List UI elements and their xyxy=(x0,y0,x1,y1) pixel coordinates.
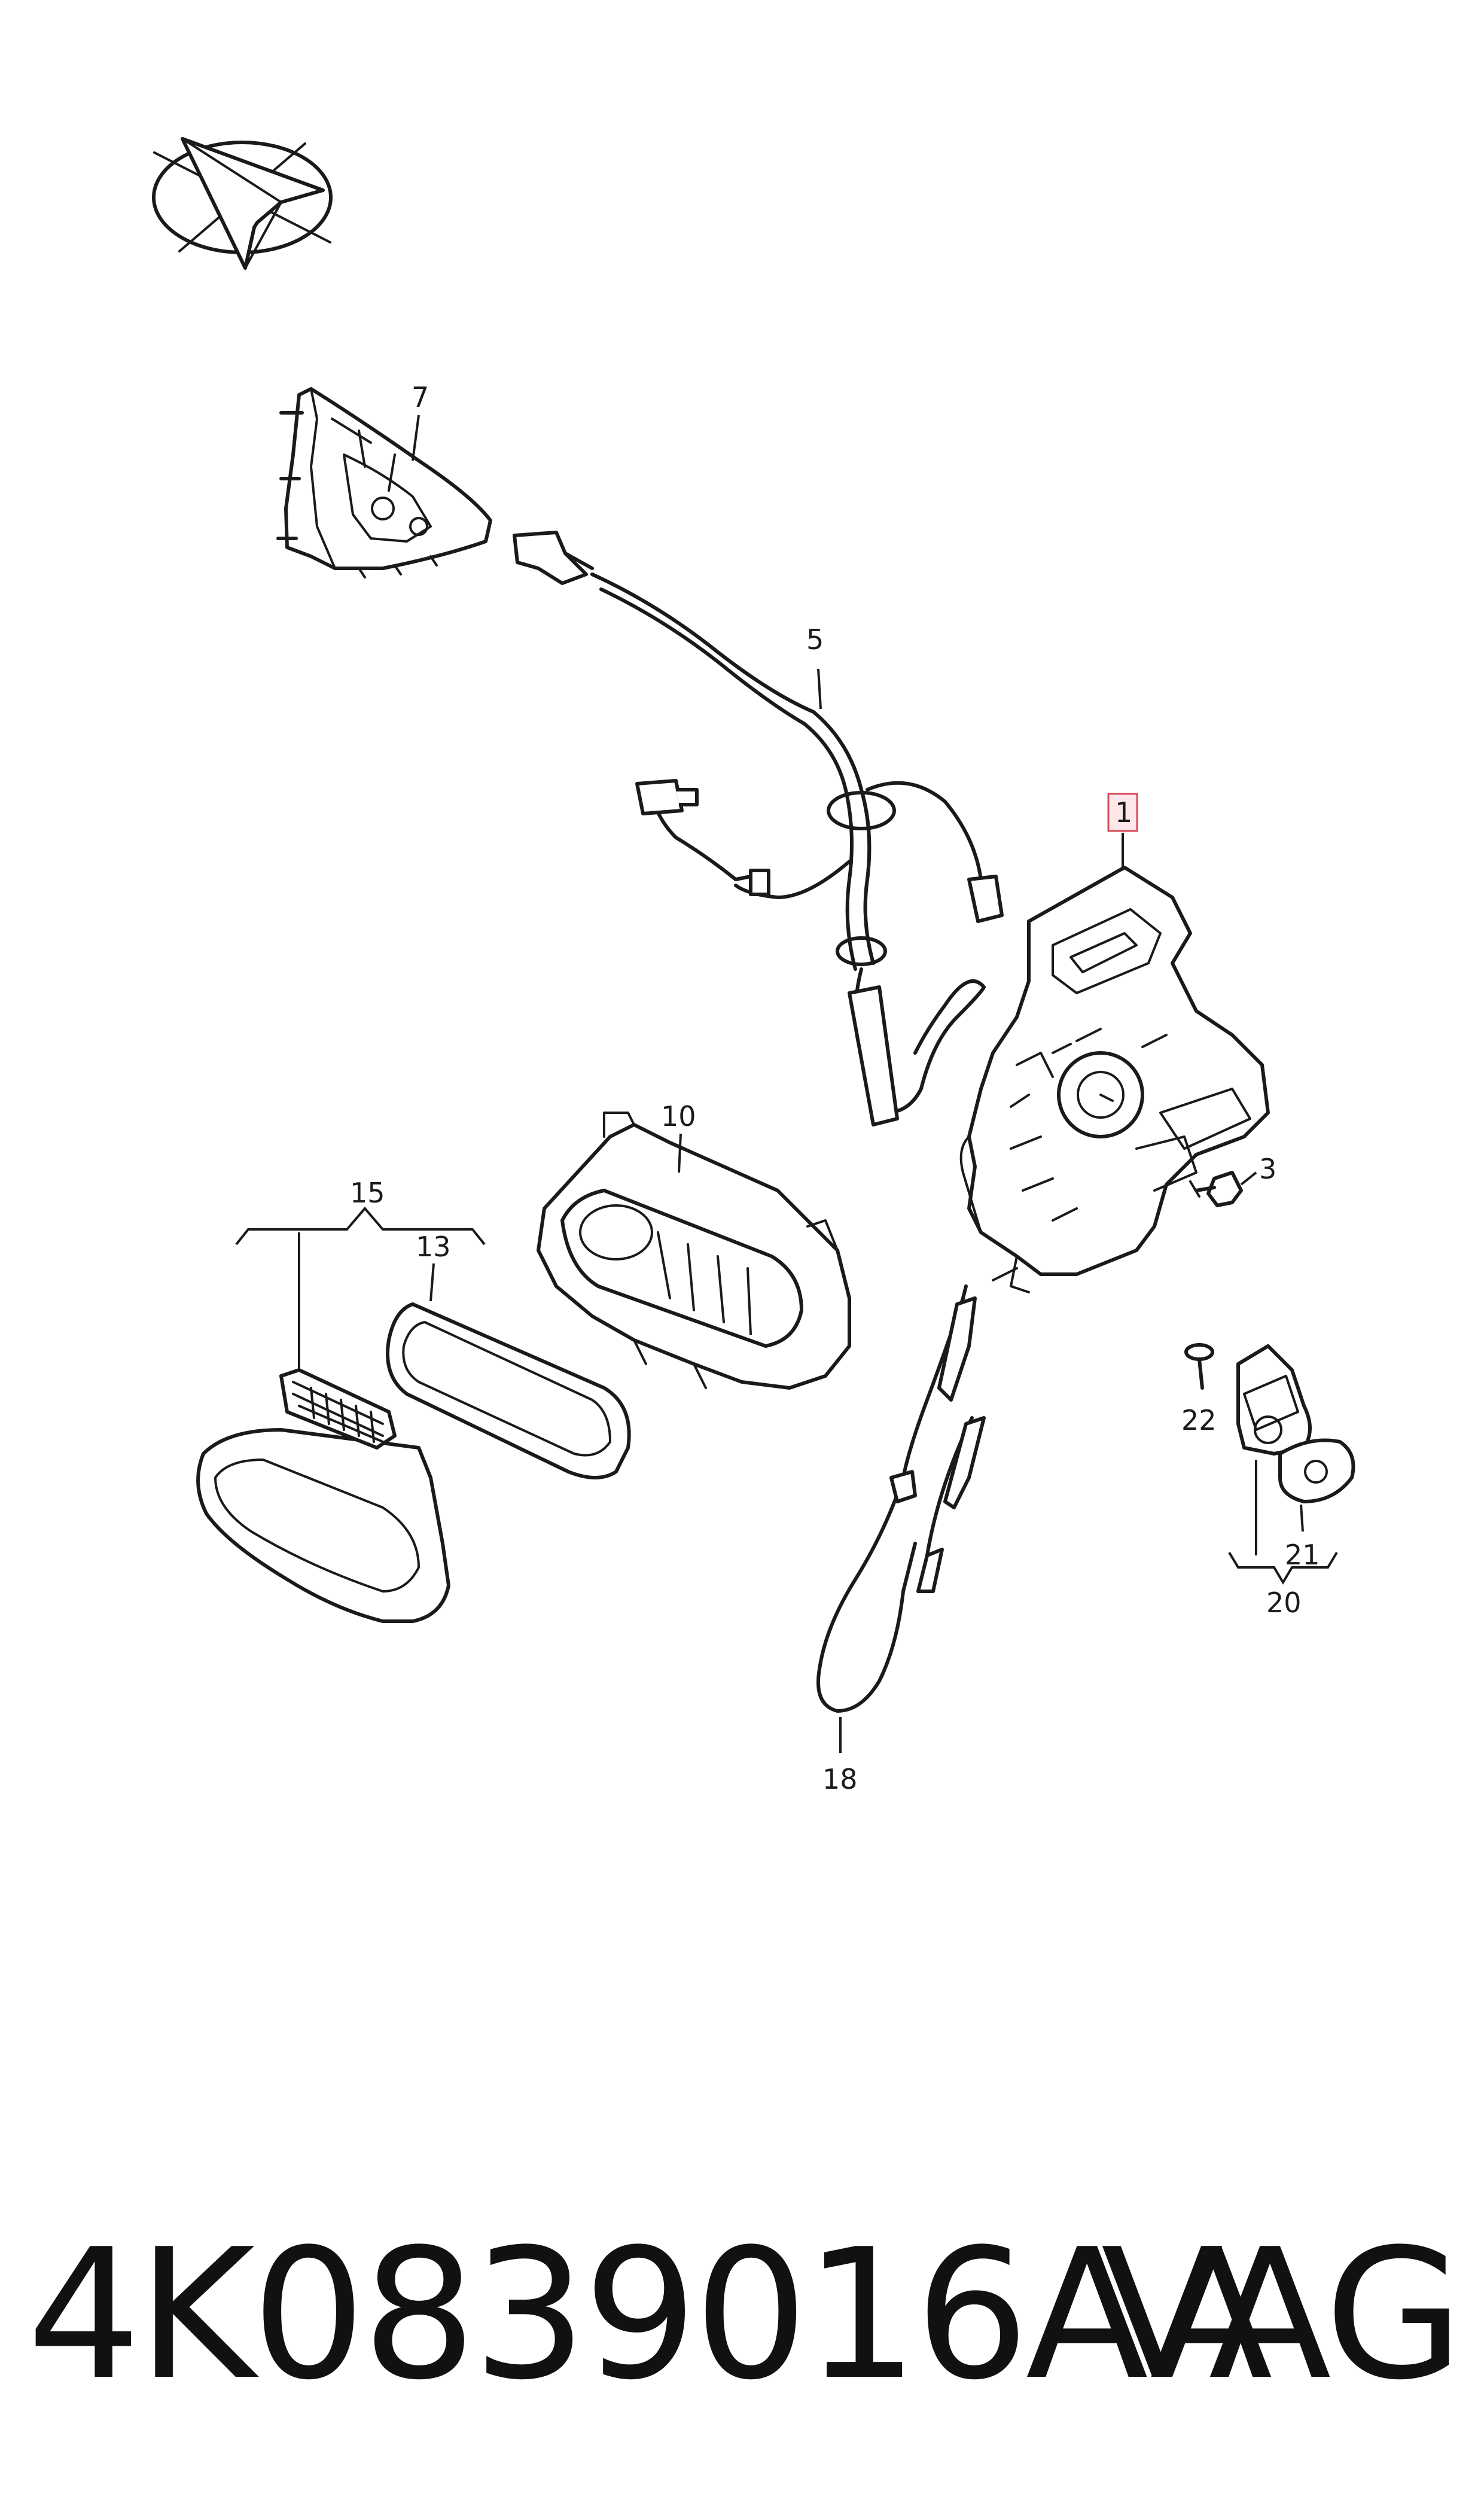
part-number: 4K0839016AA xyxy=(27,2211,1272,2419)
callout-5: 5 xyxy=(806,623,824,656)
callout-20: 20 xyxy=(1266,1587,1302,1619)
orientation-arrow-icon xyxy=(152,137,333,270)
leader-21 xyxy=(1300,1504,1304,1532)
callout-7: 7 xyxy=(412,381,429,413)
leader-10 xyxy=(678,1133,682,1173)
part-15-outer-handle xyxy=(196,1368,450,1623)
callout-3: 3 xyxy=(1259,1153,1276,1185)
part-10-handle-carrier xyxy=(537,1112,851,1390)
leader-13 xyxy=(429,1263,435,1302)
callout-21: 21 xyxy=(1285,1539,1320,1571)
leader-5 xyxy=(817,668,822,710)
part-21-seal xyxy=(1278,1438,1355,1503)
brand-name: VAG xyxy=(1101,2211,1464,2419)
callout-22: 22 xyxy=(1181,1404,1217,1436)
part-5-wiring-harness xyxy=(513,531,1004,1126)
leader-3 xyxy=(1240,1171,1257,1186)
part-7-bracket xyxy=(276,387,492,578)
part-20-cover-plate xyxy=(1236,1344,1312,1456)
part-18-cables xyxy=(816,1284,986,1713)
callout-13: 13 xyxy=(416,1231,451,1263)
group-bracket-20 xyxy=(1228,1551,1338,1585)
callout-1-highlight xyxy=(1107,793,1138,832)
callout-10: 10 xyxy=(661,1100,696,1132)
part-22-screw xyxy=(1184,1343,1214,1390)
group-bracket-15 xyxy=(235,1206,486,1246)
part-1-door-lock xyxy=(959,866,1270,1293)
callout-1: 1 xyxy=(1115,796,1132,829)
callout-18: 18 xyxy=(822,1763,858,1795)
part-3-screw xyxy=(1189,1171,1243,1207)
part-13-gasket xyxy=(386,1302,631,1479)
callout-15: 15 xyxy=(350,1177,385,1209)
leader-7 xyxy=(412,415,420,461)
